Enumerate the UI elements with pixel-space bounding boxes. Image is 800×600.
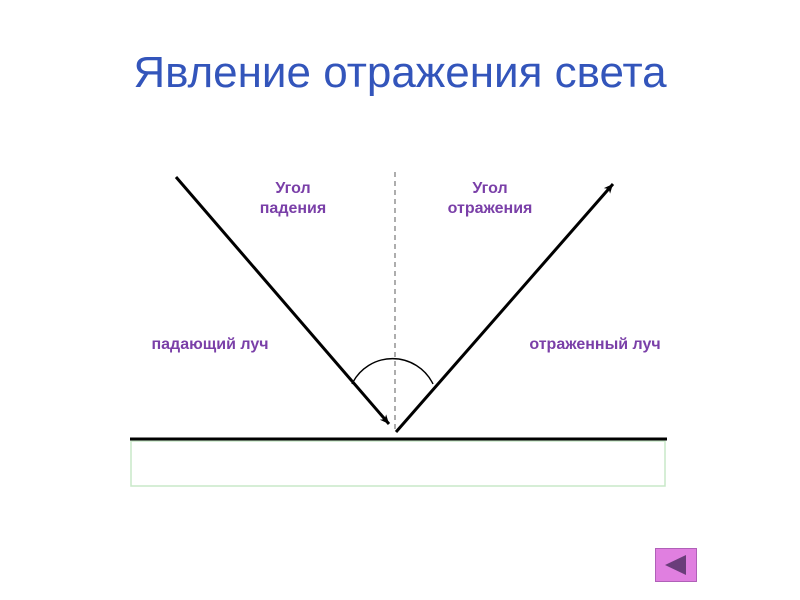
reflected-ray [394,183,615,433]
triangle-left-icon [665,555,686,575]
incident-ray [174,176,391,425]
label-reflection-angle-text: Угол отражения [447,180,533,217]
back-button[interactable] [655,548,697,582]
slide-title: Явление отражения света [133,48,667,97]
label-incidence-angle: Угол падения [238,179,348,219]
angle-arc [351,357,434,385]
surface-box [130,440,666,487]
label-reflection-angle: Угол отражения [430,179,550,219]
label-reflected-ray: отраженный луч [529,336,661,353]
label-incidence-angle-text: Угол падения [259,180,327,217]
label-incident-ray: падающий луч [151,336,269,353]
